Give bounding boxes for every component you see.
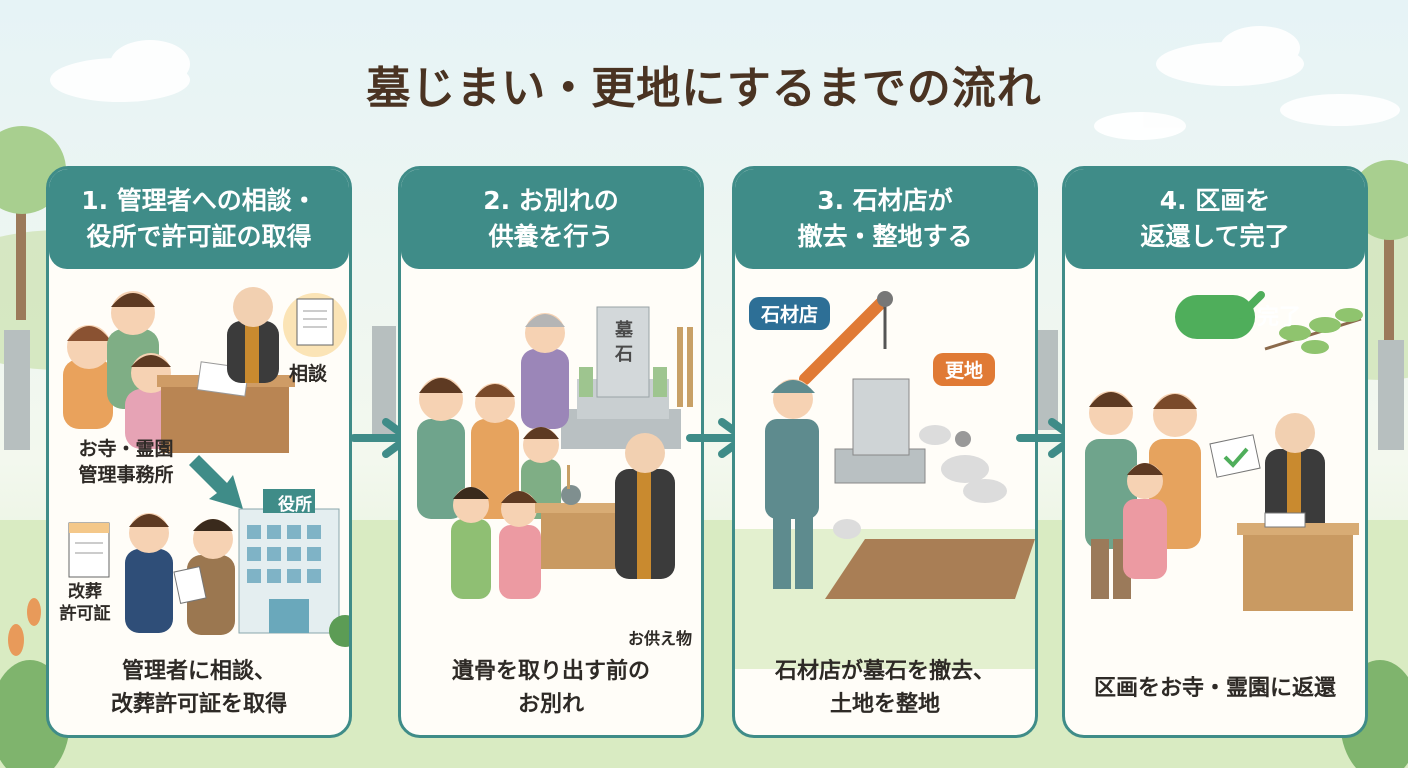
vacant-land-tag: 更地 <box>933 353 996 386</box>
desk-icon <box>1237 512 1359 611</box>
city-office-label: 役所 <box>278 495 312 515</box>
temple-office-label: お寺・霊園 管理事務所 <box>78 438 174 486</box>
cloud-icon <box>50 26 1400 140</box>
step-illustration-3 <box>735 291 1035 669</box>
step-caption-2: 遺骨を取り出す前の お別れ <box>451 659 650 717</box>
step-card-3: 3. 石材店が 撤去・整地する 石材店 更地 石材店が墓石を撤去、 <box>732 166 1038 738</box>
leaf-icon <box>8 598 41 656</box>
consult-label: 相談 <box>289 363 328 385</box>
crane-icon <box>799 291 893 385</box>
gravestone-icon <box>561 306 693 449</box>
title-area: 墓じまい・更地にするまでの流れ <box>0 52 1408 118</box>
priest-icon <box>615 433 675 579</box>
branch-icon <box>1264 308 1363 354</box>
step-card-1: 1. 管理者への相談・ 役所で許可証の取得 <box>46 166 352 738</box>
worker-icon <box>765 379 819 589</box>
gravestone-icon <box>4 326 1404 450</box>
offering-label: お供え物 <box>627 629 692 648</box>
step-header-3: 3. 石材店が 撤去・整地する <box>735 169 1035 269</box>
gravestone-icon <box>834 378 926 484</box>
step-illustration-2 <box>417 306 693 599</box>
dust-icon <box>833 425 1007 539</box>
step-illustration-4 <box>1085 291 1363 611</box>
done-label: 完了 <box>1256 305 1301 330</box>
document-icon <box>283 293 347 357</box>
arrow-down-icon <box>189 455 243 509</box>
step-header-4: 4. 区画を 返還して完了 <box>1065 169 1365 269</box>
altar-icon <box>535 465 627 569</box>
gravestone-label: 墓 石 <box>615 320 633 365</box>
step-card-4: 4. 区画を 返還して完了 <box>1062 166 1368 738</box>
step-caption-3: 石材店が墓石を撤去、 土地を整地 <box>774 659 995 717</box>
family-icon <box>1085 391 1201 599</box>
family-icon <box>63 291 177 449</box>
check-icon <box>1175 291 1265 339</box>
step-header-2: 2. お別れの 供養を行う <box>401 169 701 269</box>
step-caption-4: 区画をお寺・霊園に返還 <box>1093 676 1336 701</box>
step-header-1: 1. 管理者への相談・ 役所で許可証の取得 <box>49 169 349 269</box>
building-icon <box>238 489 349 647</box>
grandmother-icon <box>521 313 569 429</box>
permit-icon <box>68 522 110 578</box>
stone-shop-tag: 石材店 <box>749 297 831 330</box>
paper-icon <box>1209 434 1261 478</box>
officials-icon <box>125 513 235 635</box>
priest-icon <box>227 287 279 383</box>
page-title: 墓じまい・更地にするまでの流れ <box>354 52 1049 118</box>
family-icon <box>417 377 561 599</box>
step-card-2: 2. お別れの 供養を行う <box>398 166 704 738</box>
step-caption-1: 管理者に相談、 改葬許可証を取得 <box>110 659 287 717</box>
permit-label: 改葬 許可証 <box>59 582 111 624</box>
step-illustration-1 <box>63 287 349 647</box>
